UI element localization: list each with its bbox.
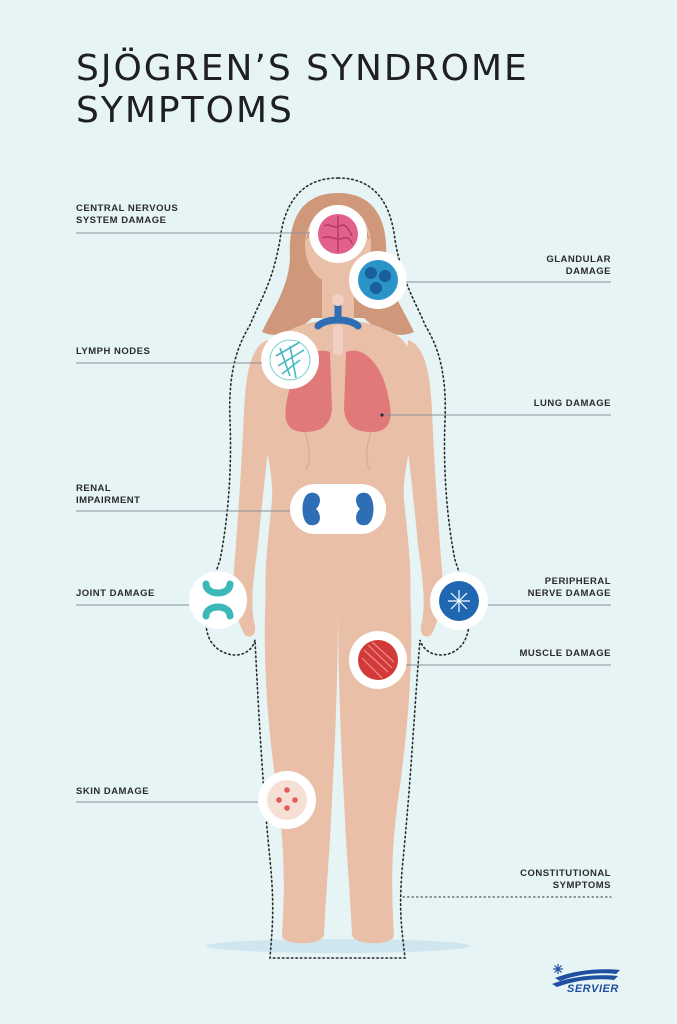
label-constitutional-line-1: CONSTITUTIONAL bbox=[520, 868, 611, 879]
label-cns-line-2: SYSTEM DAMAGE bbox=[76, 215, 167, 226]
label-muscle-line-1: MUSCLE DAMAGE bbox=[519, 648, 611, 659]
label-glandular-line-1: GLANDULAR bbox=[546, 254, 611, 265]
label-cns-line-1: CENTRAL NERVOUS bbox=[76, 203, 179, 214]
title-line-1: SJÖGREN’S SYNDROME bbox=[76, 48, 529, 89]
nerve-icon bbox=[430, 572, 488, 630]
skin-icon bbox=[258, 771, 316, 829]
glandular-icon bbox=[349, 251, 407, 309]
dotted-body-outline bbox=[205, 177, 470, 959]
servier-logo-mark bbox=[552, 964, 620, 987]
kidney-icon bbox=[290, 484, 386, 534]
label-constitutional-symptoms: CONSTITUTIONAL SYMPTOMS bbox=[520, 868, 611, 892]
label-joint-line-1: JOINT DAMAGE bbox=[76, 588, 155, 599]
page-title: SJÖGREN’S SYNDROME SYMPTOMS bbox=[76, 48, 529, 132]
label-glandular-line-2: DAMAGE bbox=[565, 266, 611, 277]
label-lymph-line-1: LYMPH NODES bbox=[76, 346, 151, 357]
lymph-node-icon bbox=[261, 331, 319, 389]
thyroid-top bbox=[332, 294, 344, 306]
brain-icon bbox=[309, 205, 367, 263]
trachea bbox=[333, 325, 343, 355]
label-peripheral-nerve-damage: PERIPHERAL NERVE DAMAGE bbox=[528, 576, 611, 600]
leader-lines bbox=[76, 232, 612, 898]
label-joint-damage: JOINT DAMAGE bbox=[76, 588, 155, 600]
label-peripheral-line-1: PERIPHERAL bbox=[544, 576, 611, 587]
label-cns-damage: CENTRAL NERVOUS SYSTEM DAMAGE bbox=[76, 203, 178, 227]
label-muscle-damage: MUSCLE DAMAGE bbox=[520, 648, 611, 660]
label-skin-damage: SKIN DAMAGE bbox=[76, 786, 149, 798]
muscle-icon bbox=[349, 631, 407, 689]
label-glandular-damage: GLANDULAR DAMAGE bbox=[546, 254, 611, 278]
label-constitutional-line-2: SYMPTOMS bbox=[552, 880, 611, 891]
label-renal-line-1: RENAL bbox=[76, 483, 112, 494]
right-lung bbox=[344, 350, 391, 432]
servier-logo-text: SERVIER bbox=[567, 983, 619, 995]
joint-icon bbox=[189, 571, 247, 629]
title-line-2: SYMPTOMS bbox=[76, 90, 294, 131]
label-renal-line-2: IMPAIRMENT bbox=[76, 495, 141, 506]
label-renal-impairment: RENAL IMPAIRMENT bbox=[76, 483, 140, 507]
label-peripheral-line-2: NERVE DAMAGE bbox=[527, 588, 611, 599]
ground-shadow bbox=[206, 939, 470, 953]
label-skin-line-1: SKIN DAMAGE bbox=[76, 786, 150, 797]
lung-leader-dot bbox=[380, 413, 384, 417]
label-lung-damage: LUNG DAMAGE bbox=[534, 398, 611, 410]
label-lung-line-1: LUNG DAMAGE bbox=[533, 398, 611, 409]
label-lymph-nodes: LYMPH NODES bbox=[76, 346, 150, 358]
